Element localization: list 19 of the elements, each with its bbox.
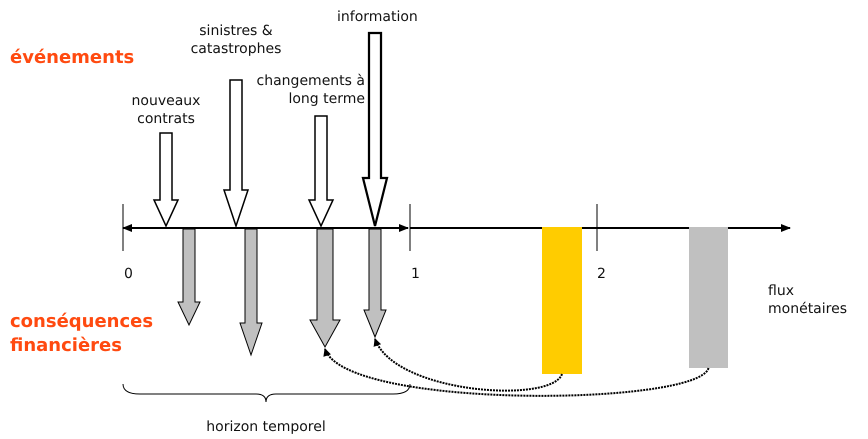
axis-label: 2 — [597, 265, 607, 283]
section-heading: conséquences financières — [10, 310, 154, 358]
consequence-arrow — [363, 229, 387, 338]
axis-title: flux monétaires — [768, 282, 848, 318]
event-label: information — [337, 8, 417, 26]
event-label: nouveaux contrats — [130, 92, 202, 128]
section-heading: événements — [10, 46, 136, 70]
axis-label: 1 — [411, 265, 421, 283]
cash-flow-bar — [689, 227, 728, 368]
brace-label: horizon temporel — [205, 418, 327, 436]
curved-arrow — [324, 348, 710, 397]
consequence-arrow — [177, 229, 201, 326]
axis-label: 0 — [124, 265, 134, 283]
curved-arrow — [374, 338, 563, 392]
cash-flow-bar — [542, 227, 582, 374]
event-label: sinistres & catastrophes — [190, 22, 282, 58]
event-label: changements à long terme — [256, 72, 365, 108]
consequence-arrow — [239, 229, 263, 356]
consequence-arrow — [309, 229, 341, 348]
